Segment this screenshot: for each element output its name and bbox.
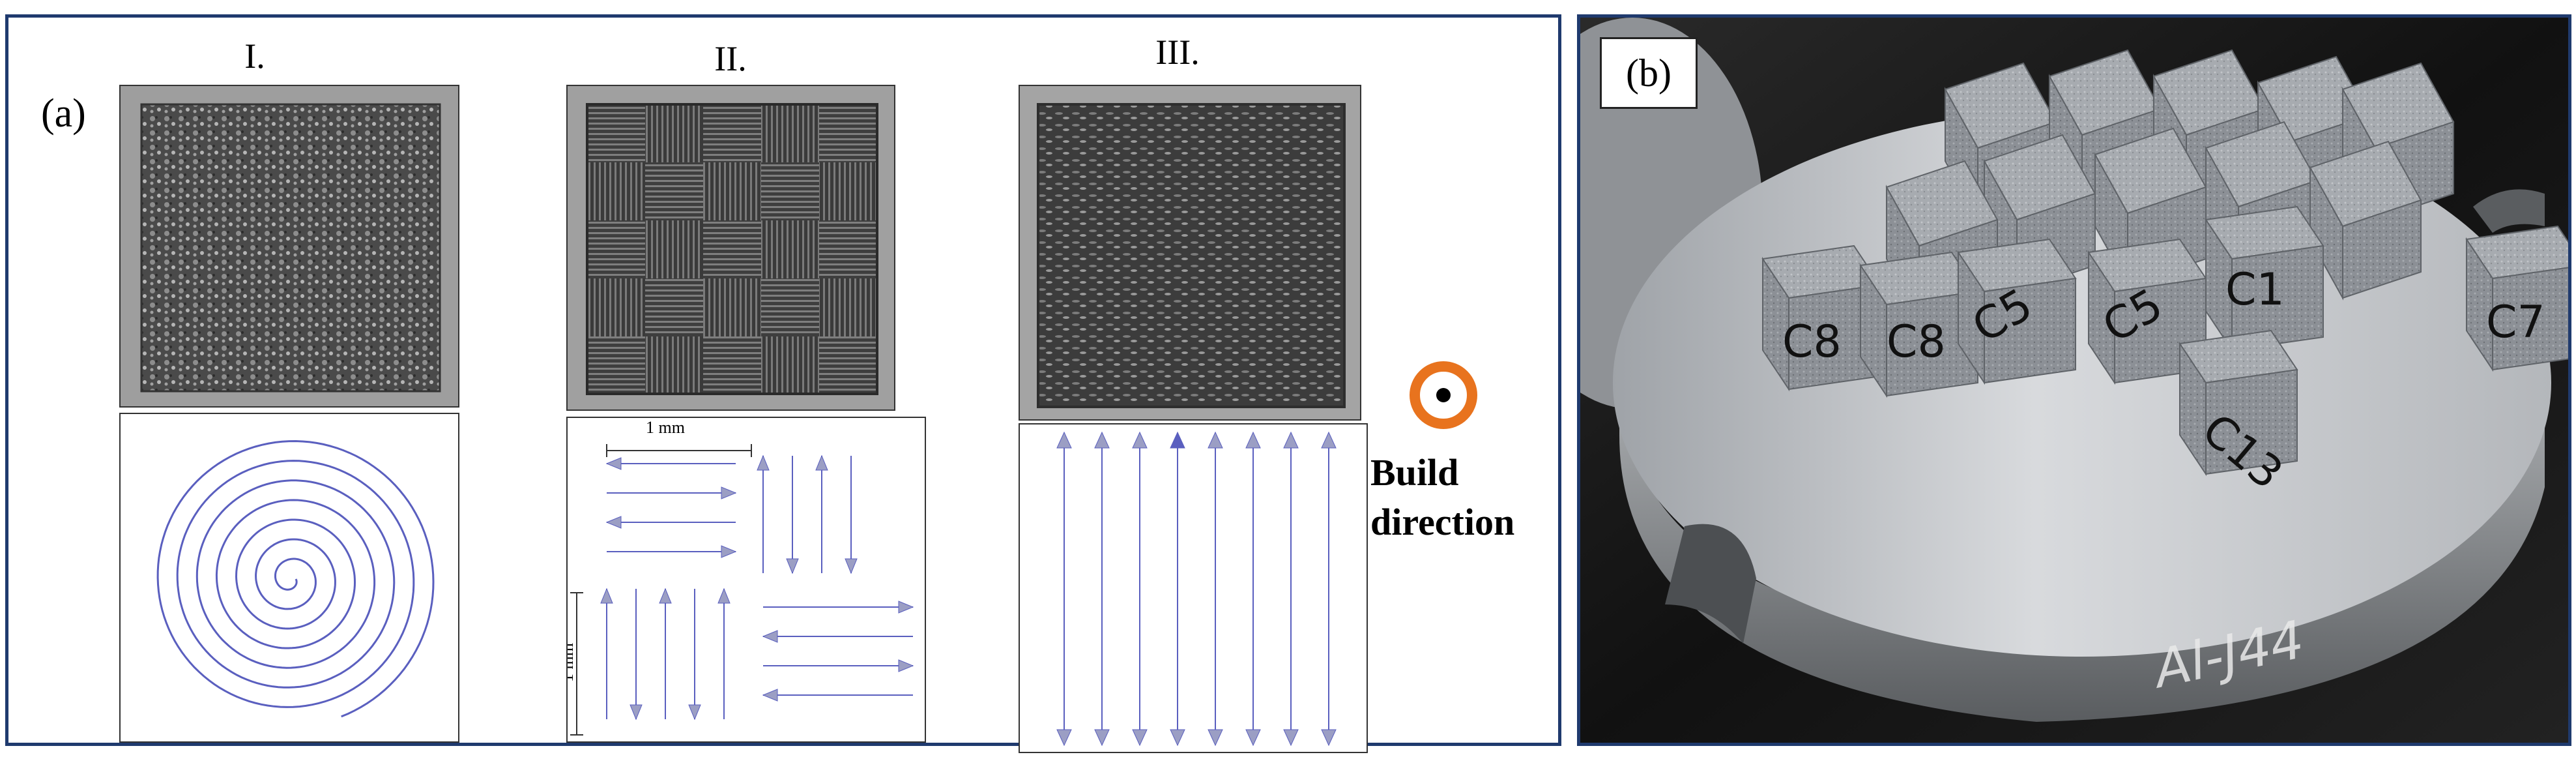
scale-bar-horizontal-label: 1 mm: [646, 418, 685, 437]
cube-photo-stripe: [1019, 85, 1361, 421]
scale-bar-vertical-label: 1 mm: [566, 643, 577, 682]
column-title-2: II.: [714, 39, 747, 78]
sample-label: C8: [1887, 316, 1946, 368]
column-title-3: III.: [1155, 33, 1200, 72]
build-direction-label: Build direction: [1370, 448, 1514, 547]
sample-label: C1: [2225, 264, 2285, 316]
column-title-1: I.: [244, 37, 265, 76]
scan-pattern-stripe: [1019, 423, 1368, 753]
cube-photo-chessboard: [566, 85, 895, 411]
build-direction-line2: direction: [1370, 501, 1515, 543]
out-of-plane-dot-icon: [1410, 361, 1477, 429]
panel-b-label: (b): [1600, 37, 1698, 109]
sample-label: C8: [1782, 316, 1842, 368]
panel-a: (a) I. II. III.: [5, 14, 1561, 753]
build-direction-line1: Build: [1370, 451, 1459, 494]
scan-pattern-chessboard: 1 mm 1 mm: [566, 417, 926, 743]
cube-photo-spiral: [119, 85, 459, 408]
scan-pattern-spiral: [119, 413, 459, 743]
sample-label: C7: [2486, 297, 2545, 348]
panel-a-label: (a): [41, 91, 86, 136]
